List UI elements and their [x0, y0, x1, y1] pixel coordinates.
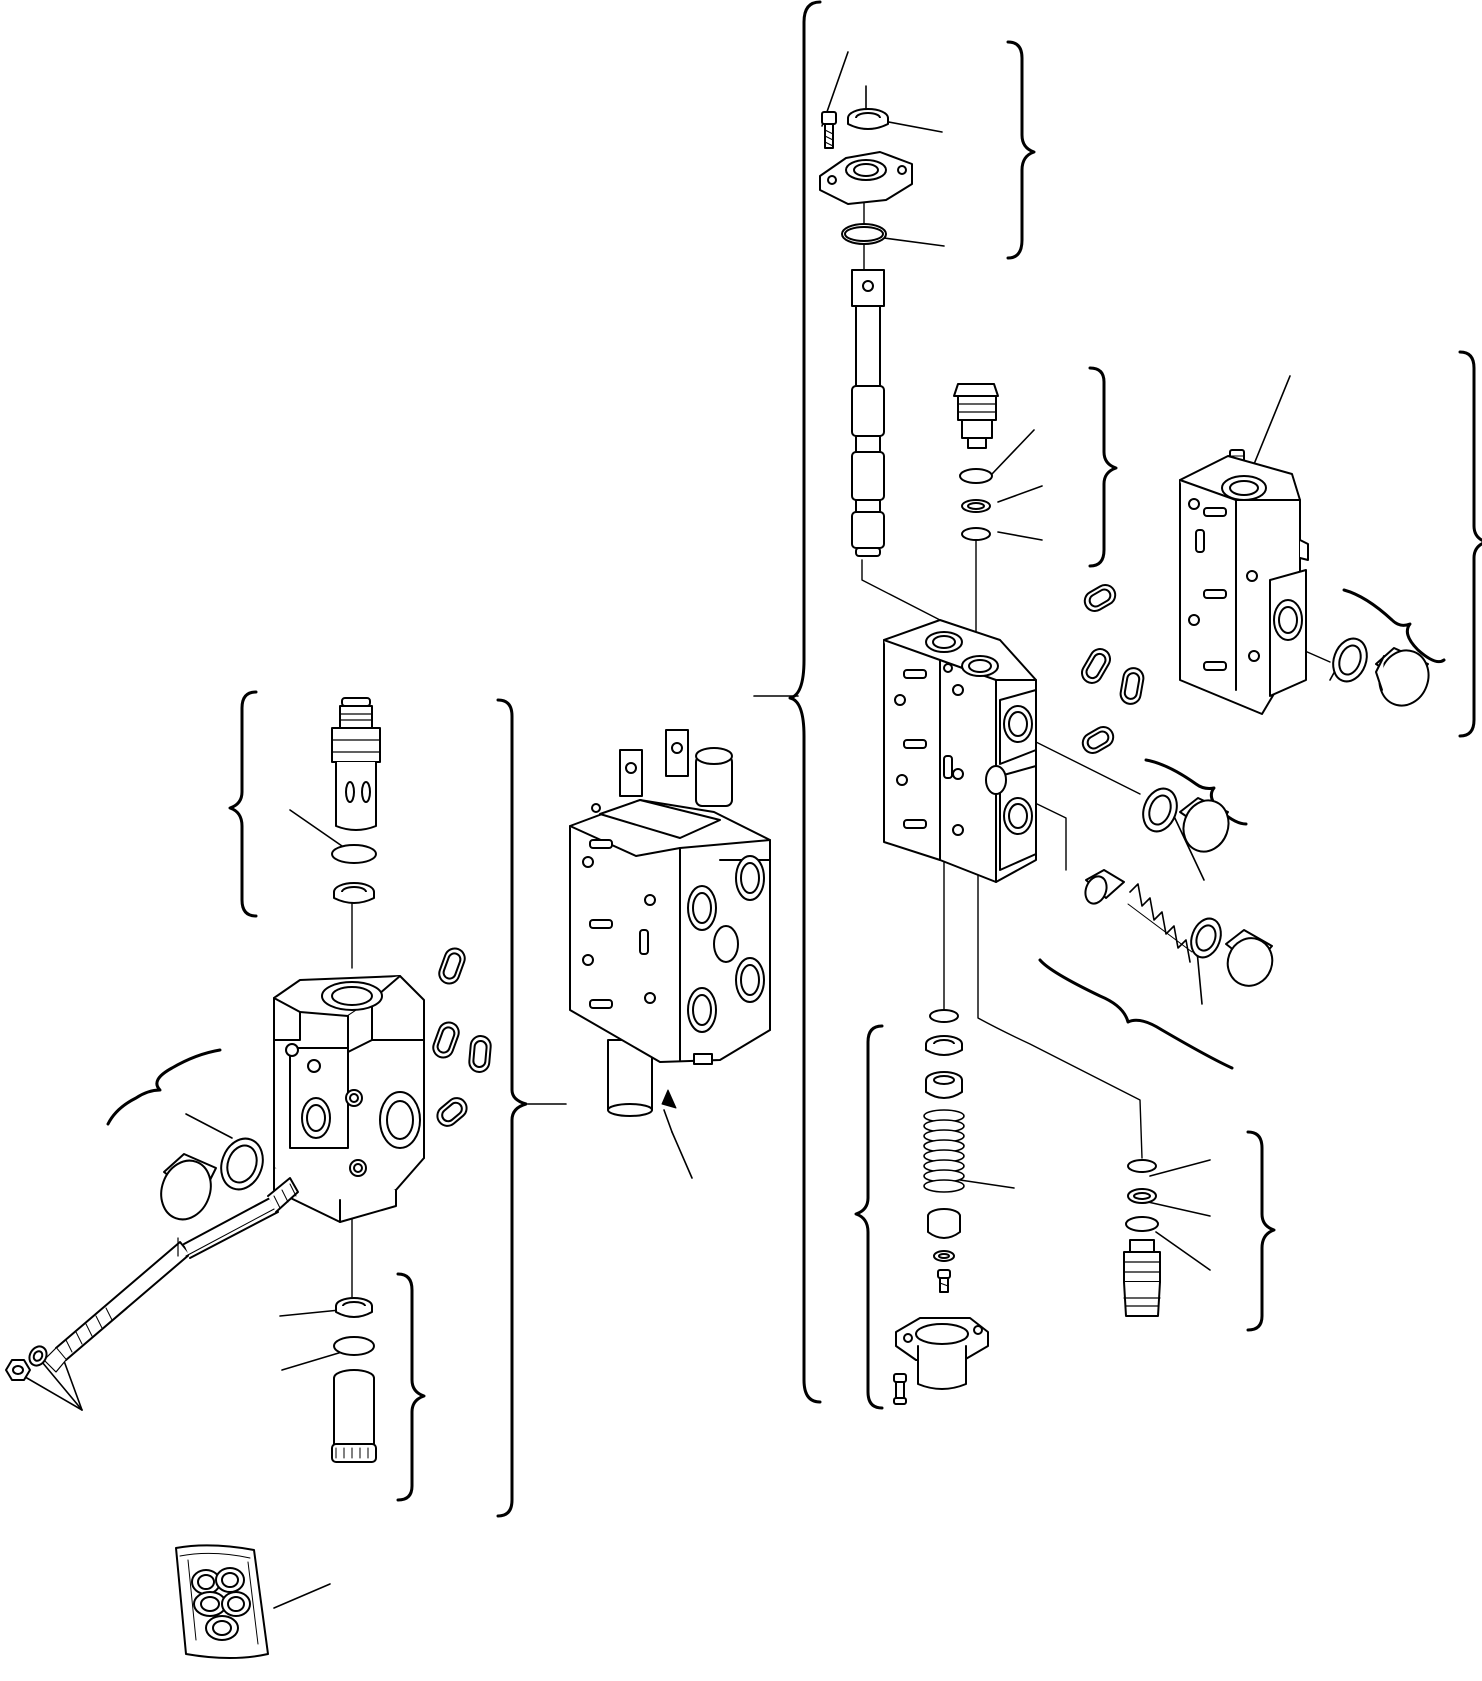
seal-ring-r3	[1119, 667, 1145, 705]
o-ring-left-bottom	[333, 1336, 375, 1356]
brace-check-valve-kit	[1088, 366, 1118, 568]
brace-plug-right	[1144, 758, 1248, 826]
brace-plug-upper	[1342, 588, 1446, 664]
spring-cap	[895, 1317, 989, 1390]
seal-ring-r2	[1081, 648, 1111, 684]
assembly-axis-lines	[281, 169, 1331, 1301]
brace-main-right	[788, 0, 822, 1404]
left-bottom-cartridge	[331, 1369, 377, 1463]
side-seal-rings-right	[1081, 584, 1145, 754]
assembled-valve-preview	[569, 729, 771, 1117]
o-ring-top	[841, 223, 887, 245]
brace-lower-valve-kit	[1246, 1130, 1276, 1332]
relief-poppet	[1084, 869, 1125, 905]
backup-ring-left-bottom	[335, 1297, 373, 1318]
check-valve-kit	[953, 383, 999, 541]
seal-spring-1	[925, 1035, 963, 1056]
o-ring-left-1	[331, 844, 377, 864]
o-ring-lower-2	[1125, 1216, 1159, 1232]
seal-ring-r1	[1083, 584, 1117, 612]
relief-spring	[1127, 883, 1193, 963]
view-arrow	[661, 1089, 677, 1133]
spool	[851, 269, 885, 557]
seal-ring-l3	[468, 1035, 492, 1073]
end-section-plug	[1375, 647, 1430, 707]
tie-rod-kit	[5, 1177, 299, 1381]
brace-left-bottom-kit	[396, 1272, 426, 1502]
backup-ring-left	[333, 882, 375, 904]
seal-ring-l4	[436, 1097, 468, 1127]
cap-screw-lower	[893, 1373, 907, 1405]
brace-top-kit	[1006, 40, 1036, 260]
relief-plug	[1225, 929, 1274, 987]
tie-rod	[43, 1177, 299, 1373]
check-valve-cartridge	[953, 383, 999, 449]
cap-screw-top	[821, 111, 837, 149]
brace-left-main	[496, 698, 528, 1518]
side-seal-rings-left	[432, 947, 492, 1127]
o-ring-lower-1	[1127, 1159, 1157, 1173]
relief-valve	[1084, 869, 1274, 987]
o-ring-check-2	[961, 527, 991, 541]
backup-ring-check	[961, 499, 991, 513]
brace-spool-spring-kit	[854, 1024, 884, 1410]
brace-left-top-kit	[228, 690, 258, 918]
backup-ring-lower	[1127, 1188, 1157, 1204]
left-plug-seal-ring	[220, 1137, 264, 1191]
tie-rod-nut	[5, 1359, 31, 1381]
left-bottom-valve-kit	[331, 1297, 377, 1463]
left-plug	[160, 1153, 217, 1221]
end-section-seal-ring	[1332, 637, 1368, 683]
end-section	[1179, 449, 1309, 715]
seal-ring-top	[847, 108, 889, 130]
centering-spring	[923, 1109, 965, 1193]
lower-valve-kit	[1123, 1159, 1161, 1317]
centre-valve-section	[883, 619, 1037, 883]
washer-spring	[933, 1250, 955, 1262]
seal-kit-bag	[175, 1544, 269, 1659]
spool-spring-kit	[893, 1009, 989, 1405]
left-top-valve-kit	[331, 697, 381, 904]
leader-lines	[19, 51, 1353, 1609]
left-valve-cartridge	[331, 697, 381, 831]
lower-valve-cartridge	[1123, 1239, 1161, 1317]
spring-seat-1	[925, 1071, 963, 1099]
seal-ring-l2	[432, 1021, 460, 1059]
top-flange	[819, 151, 913, 205]
seal-ring-r4	[1081, 726, 1115, 754]
top-flange-kit	[819, 108, 913, 245]
brace-end-section	[1458, 350, 1482, 738]
left-port-plug-kit	[160, 1137, 264, 1221]
tie-rod-washer	[28, 1345, 48, 1367]
spool-bolt	[937, 1269, 951, 1293]
port-plug-right	[1142, 787, 1230, 853]
grouping-braces	[106, 0, 1482, 1518]
brace-relief-valve	[1038, 958, 1234, 1070]
seal-ring-l1	[438, 947, 466, 985]
o-ring-spring-1	[929, 1009, 959, 1023]
brace-left-plug-kit	[106, 1048, 222, 1126]
relief-seal-ring	[1190, 917, 1222, 959]
left-valve-section	[273, 975, 425, 1223]
o-ring-check-1	[959, 468, 993, 484]
spring-seat-2	[927, 1208, 961, 1239]
